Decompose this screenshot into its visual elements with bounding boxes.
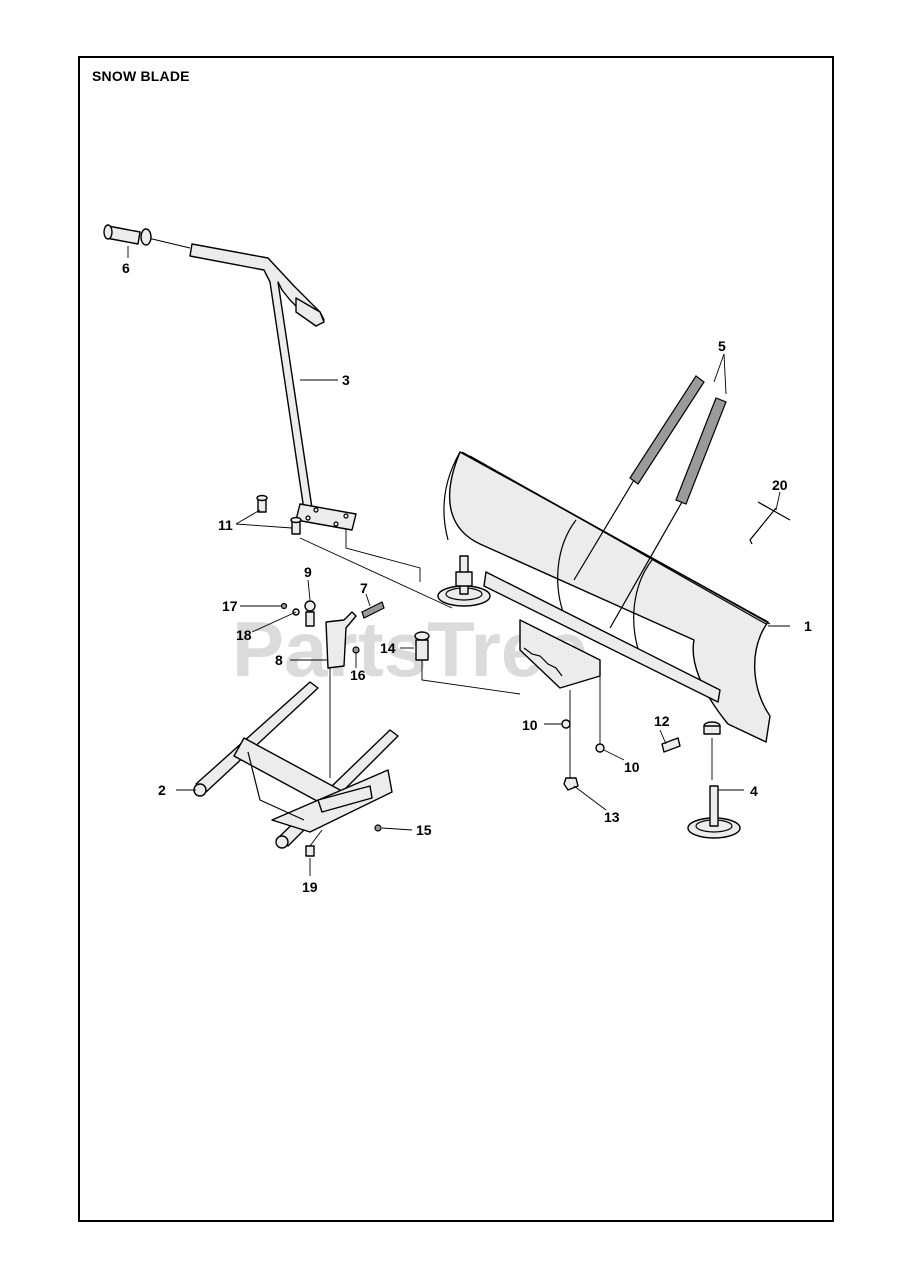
callout-12: 12: [654, 713, 670, 729]
callout-11: 11: [218, 517, 233, 533]
part-18-screw: [280, 602, 288, 610]
bolt-14-line: [421, 660, 521, 695]
callout-6: 6: [122, 260, 130, 276]
callout-leaders: [127, 246, 790, 876]
callout-5: 5: [718, 338, 726, 354]
part-13-nut: [563, 777, 579, 791]
callout-18: 17: [222, 598, 238, 614]
part-3-handle: [189, 243, 357, 531]
part-4-skid-shoe: [687, 721, 741, 839]
callout-20: 20: [772, 477, 788, 493]
callout-1: 1: [804, 618, 812, 634]
callout-19: 18: [236, 627, 252, 643]
callout-16: 15: [416, 822, 432, 838]
part-10-nut-right: [595, 743, 605, 753]
callout-8: 8: [275, 652, 283, 668]
part-11-bolts: [256, 494, 302, 535]
part-15-pin: [305, 845, 315, 857]
part-9-knob: [304, 600, 316, 627]
part-6-handle-grip: [103, 224, 152, 246]
callout-17: 16: [350, 667, 366, 683]
part-14-bolt: [414, 631, 430, 661]
handle-plate-line: [299, 537, 453, 609]
callout-3: 3: [342, 372, 350, 388]
pin-15-line: [309, 829, 323, 847]
callout-15: 19: [302, 879, 318, 895]
handle-to-blade-line: [345, 525, 421, 582]
part-2-push-frame: [193, 681, 399, 849]
callout-4: 4: [750, 783, 758, 799]
callout-14: 14: [380, 640, 396, 656]
callout-10-right: 10: [624, 759, 640, 775]
part-16-nut: [374, 824, 382, 832]
part-1-blade: [443, 451, 771, 743]
callout-10-left: 10: [522, 717, 538, 733]
part-8-lock-bracket: [325, 611, 357, 669]
page-title: SNOW BLADE: [92, 68, 190, 84]
callout-7: 7: [360, 580, 368, 596]
part-10-nut-left: [561, 719, 571, 729]
blade-skid-shoe-left: [437, 555, 491, 607]
part-12-bolt: [661, 737, 681, 753]
grip-axis-line: [147, 237, 191, 249]
diagram-frame: [78, 56, 834, 1222]
part-20-pin: [749, 501, 791, 545]
part-7-spring: [361, 601, 385, 619]
callout-13: 13: [604, 809, 620, 825]
callout-2: 2: [158, 782, 166, 798]
callout-9: 9: [304, 564, 312, 580]
part-5-springs: [573, 375, 727, 629]
